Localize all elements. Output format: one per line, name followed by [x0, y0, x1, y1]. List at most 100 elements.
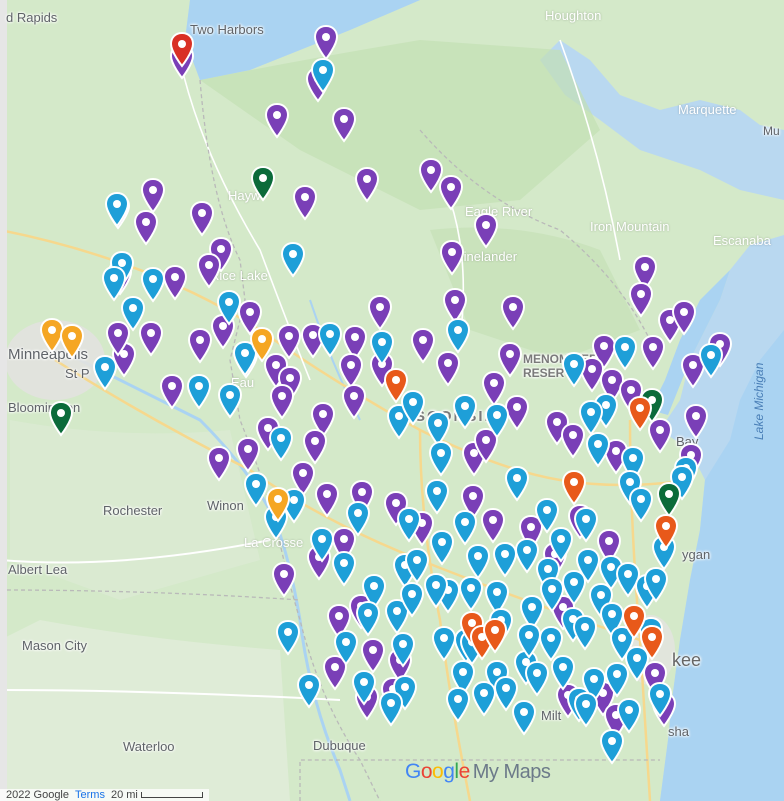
scale-bar[interactable]: [140, 792, 203, 799]
map-marker-blue[interactable]: [101, 266, 127, 302]
map-marker-blue[interactable]: [92, 355, 118, 391]
map-marker-purple[interactable]: [442, 288, 468, 324]
map-marker-blue[interactable]: [493, 676, 519, 712]
map-marker-blue[interactable]: [296, 673, 322, 709]
map-marker-blue[interactable]: [573, 507, 599, 543]
map-marker-blue[interactable]: [275, 620, 301, 656]
map-marker-blue[interactable]: [369, 330, 395, 366]
map-marker-purple[interactable]: [480, 508, 506, 544]
map-marker-blue[interactable]: [458, 576, 484, 612]
map-marker-blue[interactable]: [445, 318, 471, 354]
map-marker-blue[interactable]: [317, 322, 343, 358]
map-marker-purple[interactable]: [276, 324, 302, 360]
map-marker-purple[interactable]: [264, 103, 290, 139]
scale-label[interactable]: 20 mi: [110, 789, 138, 801]
map-marker-purple[interactable]: [628, 282, 654, 318]
map-marker-blue[interactable]: [561, 352, 587, 388]
map-marker-blue[interactable]: [216, 290, 242, 326]
map-marker-blue[interactable]: [280, 242, 306, 278]
map-marker-purple[interactable]: [497, 342, 523, 378]
map-marker-blue[interactable]: [351, 670, 377, 706]
map-marker-purple[interactable]: [235, 437, 261, 473]
map-marker-green[interactable]: [656, 482, 682, 518]
map-marker-purple[interactable]: [196, 253, 222, 289]
map-marker-blue[interactable]: [616, 698, 642, 734]
map-marker-blue[interactable]: [615, 562, 641, 598]
map-marker-purple[interactable]: [596, 529, 622, 565]
map-marker-yellow[interactable]: [59, 324, 85, 360]
map-marker-yellow[interactable]: [39, 318, 65, 354]
map-marker-purple[interactable]: [354, 167, 380, 203]
map-marker-purple[interactable]: [302, 429, 328, 465]
map-marker-orange[interactable]: [627, 396, 653, 432]
map-marker-orange[interactable]: [653, 514, 679, 550]
map-marker-purple[interactable]: [138, 321, 164, 357]
map-marker-blue[interactable]: [428, 441, 454, 477]
map-marker-orange[interactable]: [482, 618, 508, 654]
map-marker-blue[interactable]: [333, 630, 359, 666]
map-marker-purple[interactable]: [439, 240, 465, 276]
map-marker-blue[interactable]: [423, 573, 449, 609]
map-marker-yellow[interactable]: [265, 487, 291, 523]
map-marker-purple[interactable]: [360, 638, 386, 674]
map-marker-purple[interactable]: [237, 300, 263, 336]
map-marker-blue[interactable]: [538, 626, 564, 662]
map-marker-blue[interactable]: [378, 691, 404, 727]
map-marker-blue[interactable]: [309, 527, 335, 563]
map-marker-blue[interactable]: [572, 615, 598, 651]
map-marker-blue[interactable]: [445, 687, 471, 723]
map-marker-purple[interactable]: [159, 374, 185, 410]
map-marker-purple[interactable]: [162, 265, 188, 301]
map-marker-purple[interactable]: [473, 213, 499, 249]
map-marker-purple[interactable]: [341, 384, 367, 420]
map-marker-orange[interactable]: [639, 625, 665, 661]
map-marker-green[interactable]: [48, 401, 74, 437]
map-marker-purple[interactable]: [187, 328, 213, 364]
map-marker-blue[interactable]: [484, 403, 510, 439]
map-marker-blue[interactable]: [612, 335, 638, 371]
map-marker-blue[interactable]: [450, 660, 476, 696]
map-marker-purple[interactable]: [647, 418, 673, 454]
map-marker-purple[interactable]: [435, 351, 461, 387]
map-marker-blue[interactable]: [217, 383, 243, 419]
map-marker-blue[interactable]: [504, 466, 530, 502]
map-marker-blue[interactable]: [186, 374, 212, 410]
map-marker-blue[interactable]: [120, 296, 146, 332]
map-marker-purple[interactable]: [410, 328, 436, 364]
map-marker-blue[interactable]: [268, 426, 294, 462]
map-marker-green[interactable]: [250, 166, 276, 202]
map-marker-blue[interactable]: [514, 538, 540, 574]
map-marker-purple[interactable]: [640, 335, 666, 371]
map-marker-orange[interactable]: [383, 368, 409, 404]
map-marker-purple[interactable]: [560, 423, 586, 459]
map-marker-blue[interactable]: [429, 530, 455, 566]
map-marker-blue[interactable]: [345, 501, 371, 537]
map-marker-blue[interactable]: [524, 661, 550, 697]
map-marker-purple[interactable]: [438, 175, 464, 211]
map-marker-blue[interactable]: [465, 544, 491, 580]
map-marker-blue[interactable]: [698, 343, 724, 379]
map-marker-orange[interactable]: [561, 470, 587, 506]
map-marker-blue[interactable]: [599, 729, 625, 765]
map-marker-blue[interactable]: [355, 601, 381, 637]
map-marker-purple[interactable]: [683, 404, 709, 440]
map-marker-blue[interactable]: [585, 432, 611, 468]
map-marker-blue[interactable]: [471, 681, 497, 717]
map-marker-purple[interactable]: [342, 325, 368, 361]
map-marker-purple[interactable]: [140, 178, 166, 214]
map-marker-blue[interactable]: [243, 472, 269, 508]
map-marker-purple[interactable]: [367, 295, 393, 331]
map-marker-blue[interactable]: [624, 646, 650, 682]
map-marker-blue[interactable]: [511, 700, 537, 736]
map-marker-blue[interactable]: [647, 682, 673, 718]
map-marker-blue[interactable]: [424, 479, 450, 515]
map-marker-blue[interactable]: [539, 577, 565, 613]
map-marker-purple[interactable]: [133, 210, 159, 246]
map-marker-purple[interactable]: [331, 107, 357, 143]
map-marker-purple[interactable]: [105, 321, 131, 357]
map-marker-purple[interactable]: [271, 562, 297, 598]
map-marker-blue[interactable]: [404, 548, 430, 584]
map-marker-blue[interactable]: [104, 192, 130, 228]
map-marker-blue[interactable]: [310, 58, 336, 94]
